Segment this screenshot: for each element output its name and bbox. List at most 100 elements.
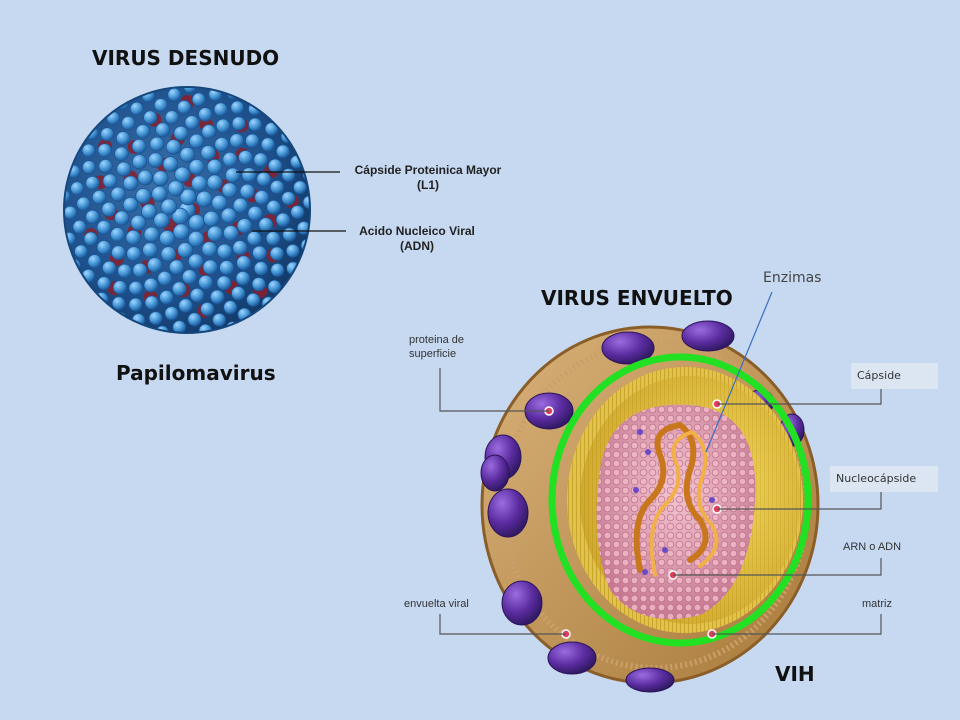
capsomer [275, 144, 290, 159]
capsomer [309, 212, 310, 226]
capsomer [112, 280, 127, 295]
capsomer [285, 244, 300, 258]
capsomer [211, 194, 228, 211]
capsomer [236, 218, 253, 234]
capsomer [281, 168, 296, 183]
capsomer [132, 262, 148, 278]
capsomer [148, 311, 163, 326]
capsomer [152, 170, 169, 187]
capsomer [198, 274, 214, 290]
capsomer [164, 306, 179, 321]
capsomer [253, 261, 269, 276]
capsomer [214, 137, 230, 152]
capsomer [83, 231, 98, 246]
naked-virus-title: VIRUS DESNUDO [92, 46, 280, 70]
capsomer [97, 143, 112, 158]
capsomer [269, 180, 285, 195]
capsomer [179, 188, 197, 206]
capsomer [125, 229, 141, 246]
enzimas-leader [705, 291, 773, 453]
capsomer [267, 279, 282, 294]
capsomer [143, 110, 158, 125]
capsomer [236, 255, 252, 271]
hiv-leader-lines [439, 368, 882, 635]
capsomer [248, 117, 263, 132]
capsomer [232, 197, 249, 214]
capsomer [191, 175, 208, 192]
surface-glycoprotein [625, 667, 675, 693]
matriz-leader [712, 614, 882, 635]
capsomer [182, 332, 196, 333]
capsomer [282, 227, 297, 242]
capsomer [173, 125, 189, 141]
capsomer [87, 254, 102, 269]
capsomer [216, 275, 232, 291]
capsomer [147, 152, 164, 168]
capsomer [131, 138, 147, 154]
capsomer [203, 210, 220, 228]
capsomer [246, 231, 262, 246]
capsomer [174, 166, 191, 183]
proteina-label-line1: proteina de [409, 334, 465, 346]
capsomer [191, 92, 206, 107]
capsomer [129, 101, 144, 116]
capsomer [212, 313, 227, 327]
capsomer [72, 219, 87, 234]
capsomer [137, 169, 153, 186]
enveloped-virus-title: VIRUS ENVUELTO [541, 286, 733, 310]
capsomer [153, 212, 170, 229]
capsid-label-line1: Cápside Proteinica Mayor [354, 163, 502, 177]
capsomer [196, 190, 213, 208]
capsomer [164, 110, 180, 125]
capsomer [114, 210, 130, 226]
capsomer [252, 245, 267, 261]
capsomer [143, 226, 160, 243]
capsomer [177, 242, 194, 259]
capsomer [251, 277, 266, 292]
capsomer [151, 185, 168, 203]
surface-glycoprotein [480, 454, 510, 492]
capsomer [167, 180, 184, 197]
capsomer [232, 240, 248, 256]
capsomer [168, 259, 185, 275]
capsomer [189, 287, 205, 303]
capsomer [256, 171, 272, 187]
envuelta-leader [439, 614, 566, 635]
capsomer [270, 263, 285, 277]
capsomer [162, 156, 179, 173]
capsomer [188, 253, 204, 270]
capsomer [178, 298, 193, 313]
capsomer [81, 143, 96, 158]
capsomer [200, 302, 215, 317]
capsomer [183, 87, 197, 94]
capsomer [177, 100, 192, 115]
capsomer [201, 241, 218, 257]
arn-label: ARN o ADN [843, 541, 902, 553]
capsomer [241, 167, 257, 183]
capsomer [225, 167, 241, 184]
capsomer [275, 212, 291, 227]
capsomer [215, 118, 231, 134]
capsomer [260, 137, 275, 152]
capsomer [206, 159, 223, 175]
envuelta-label: envuelta viral [404, 598, 469, 610]
capsomer [187, 312, 202, 327]
capsomer [74, 244, 88, 259]
capsomer [160, 246, 177, 262]
capsomer [184, 115, 200, 130]
capsomer [141, 203, 158, 220]
surface-glycoprotein [501, 580, 543, 626]
capsomer [85, 209, 100, 225]
capsomer [100, 127, 115, 142]
capsomer [219, 260, 235, 276]
nucleocapside-label-box: Nucleocápside [830, 466, 938, 492]
proteina-label: proteina de superficie [409, 333, 464, 361]
capsomer [281, 191, 296, 206]
capsomer [188, 159, 205, 175]
capsomer [200, 145, 216, 161]
capsid-label: Cápside Proteinica Mayor (L1) [342, 163, 514, 193]
capsomer [128, 297, 143, 312]
capsomer [122, 175, 139, 191]
capsomer [64, 205, 78, 220]
